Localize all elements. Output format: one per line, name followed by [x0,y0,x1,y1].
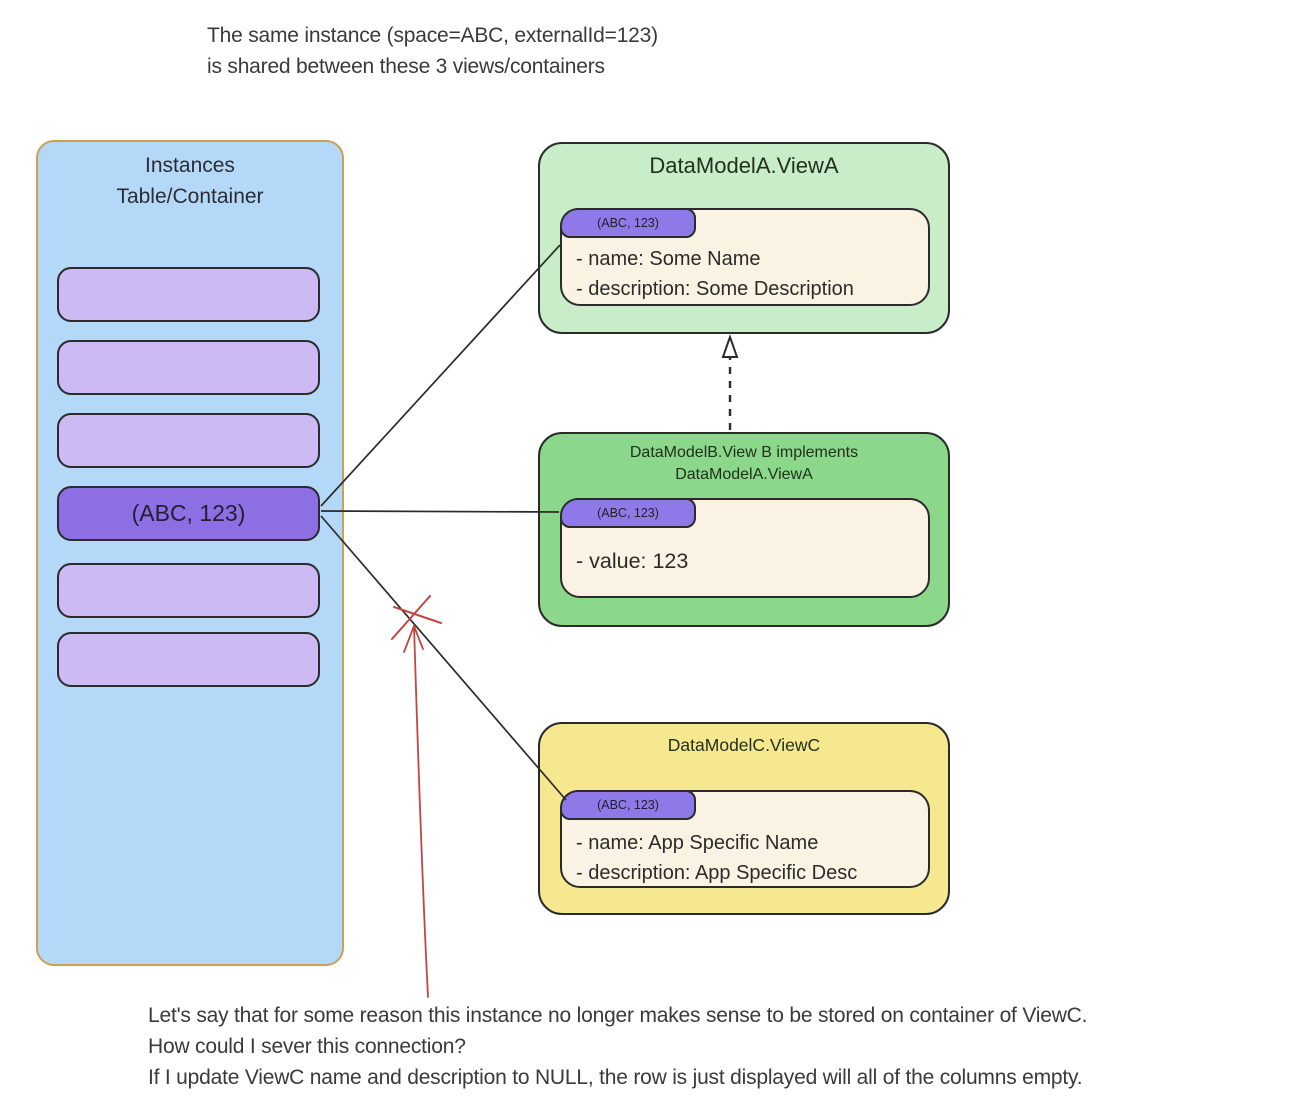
instance-row [57,340,320,395]
connector-view-a [320,244,561,507]
view-c-title: DataModelC.ViewC [667,735,821,755]
field-line: - description: App Specific Desc [576,862,858,884]
instance-badge: (ABC, 123) [560,790,696,820]
view-b-title-line: DataModelB.View B implements [629,444,859,461]
bottom-note-line: Let's say that for some reason this inst… [148,1004,1088,1027]
connector-view-b [320,510,560,513]
instances-panel-title: Instances Table/Container [38,150,342,212]
instance-row [57,632,320,687]
bottom-note: Let's say that for some reason this inst… [148,1000,1308,1093]
view-a-box: DataModelA.ViewA (ABC, 123) - name: Some… [538,142,950,334]
instance-badge: (ABC, 123) [560,498,696,528]
bottom-note-line: If I update ViewC name and description t… [148,1066,1083,1089]
view-b-title: DataModelB.View B implements DataModelA.… [540,442,948,486]
top-note-line: is shared between these 3 views/containe… [207,55,605,78]
implements-arrowhead-icon [721,333,739,358]
field-line: - description: Some Description [576,278,854,300]
view-b-title-line: DataModelA.ViewA [675,466,813,483]
instance-row [57,267,320,322]
instance-row [57,413,320,468]
instances-panel: Instances Table/Container (ABC, 123) [36,140,344,966]
view-a-record: (ABC, 123) - name: Some Name - descripti… [560,208,930,306]
view-c-box: DataModelC.ViewC (ABC, 123) - name: App … [538,722,950,915]
top-note-line: The same instance (space=ABC, externalId… [207,24,658,47]
instance-row-highlighted: (ABC, 123) [57,486,320,541]
connector-view-c [320,515,567,801]
field-line: - name: Some Name [576,248,761,270]
sever-x-mark [391,595,442,640]
sever-arrow [403,625,429,998]
view-a-title: DataModelA.ViewA [649,153,839,178]
bottom-note-line: How could I sever this connection? [148,1035,466,1058]
field-line: - value: 123 [576,549,689,573]
instance-badge: (ABC, 123) [560,208,696,238]
view-c-record: (ABC, 123) - name: App Specific Name - d… [560,790,930,888]
field-line: - name: App Specific Name [576,832,819,854]
view-c-fields: - name: App Specific Name - description:… [576,828,857,888]
view-b-record: (ABC, 123) - value: 123 [560,498,930,598]
view-a-fields: - name: Some Name - description: Some De… [576,244,854,304]
view-b-box: DataModelB.View B implements DataModelA.… [538,432,950,627]
instances-title-line: Table/Container [116,185,264,208]
instances-title-line: Instances [145,154,235,177]
view-b-fields: - value: 123 [576,546,688,576]
top-note: The same instance (space=ABC, externalId… [207,20,658,82]
instance-row [57,563,320,618]
